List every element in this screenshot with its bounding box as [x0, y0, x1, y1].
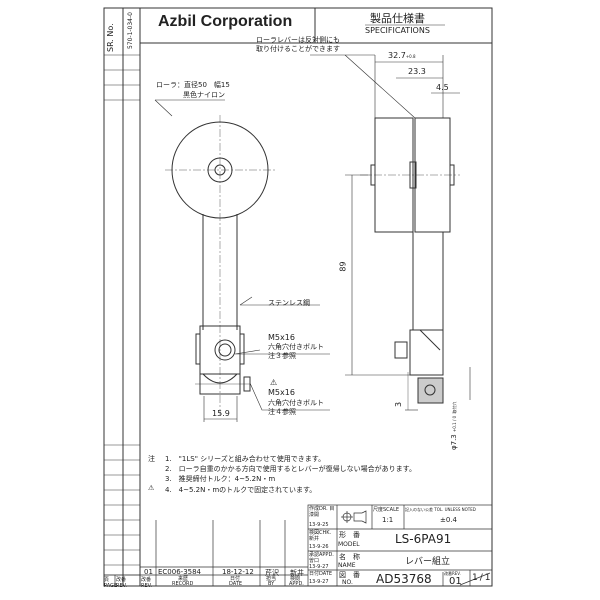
rev-label: 改番REV. [444, 571, 461, 576]
company-name: Azbil Corporation [158, 13, 293, 30]
dim-value: 32.7 [388, 51, 406, 60]
side-dimension-lines [310, 54, 471, 411]
left-strip-grid [104, 54, 140, 576]
dim-4-5: 4.5 [436, 83, 449, 92]
warning-icon: ⚠ [270, 378, 278, 387]
rev-number: 01 [144, 568, 153, 576]
by-header-en: BY [268, 581, 275, 587]
date-value: 13-9-27 [309, 579, 329, 585]
notes-label: 注 [148, 455, 155, 463]
border [103, 7, 493, 587]
model-value: LS-6PA91 [395, 532, 452, 546]
roller-side-view [360, 117, 460, 410]
checked-label: 検図CHK. 新井 [309, 530, 332, 542]
bolt1-type: 六角穴付きボルト [268, 343, 324, 351]
title-en: SPECIFICATIONS [365, 26, 430, 35]
bolt2-type: 六角穴付きボルト [268, 399, 324, 407]
roller-spec: ローラ：直径50 幅15 [156, 81, 230, 89]
bolt2-size: M5x16 [268, 388, 295, 397]
model-label-en: MODEL [338, 541, 360, 548]
note-1: 1. "1LS" シリーズと組み合わせて使用できます。 [165, 455, 326, 463]
rev-date: 18-12-12 [222, 568, 254, 576]
scale-value: 1:1 [382, 516, 394, 524]
sheet-number: 1/1 [472, 573, 493, 583]
rev2-header: 改番 REV. [116, 577, 127, 589]
bolt1-size: M5x16 [268, 333, 295, 342]
date-label: 日付DATE [309, 571, 333, 577]
note-2: 2. ローラ自重のかかる方向で使用するとレバーが復帰しない場合があります。 [165, 465, 416, 473]
bolt2-note: 注４参照 [268, 408, 296, 416]
rev-appd: 新井 [290, 569, 304, 577]
roller-material: 黒色ナイロン [183, 91, 225, 99]
rev-record: EC006-3584 [158, 568, 202, 576]
appd-header-en: APPD. [289, 581, 304, 587]
drawn-date: 13-9-25 [309, 522, 329, 528]
dim-15-9: 15.9 [212, 409, 230, 418]
drawing-no-label-en: NO. [342, 579, 353, 586]
name-value: レバー組立 [405, 557, 451, 567]
rev-by: 芹沢 [265, 569, 279, 577]
name-label-en: NAME [338, 562, 356, 569]
approved-label: 承認APPD. 曽口 [309, 552, 334, 564]
rev-value: 01 [449, 576, 462, 587]
drawn-label: 作成DR. 目漆開 [309, 506, 335, 518]
tolerance-value: ±0.4 [440, 516, 457, 524]
name-label-jp: 名 称 [339, 553, 360, 561]
note-3: 3. 推奨締付トルク：4~5.2N・m [165, 475, 276, 483]
date-header-jp: 日付 [230, 576, 241, 582]
drawing-no-label-jp: 図 番 [339, 571, 360, 579]
approved-date: 13-9-27 [309, 564, 329, 570]
drawing-number: AD53768 [376, 572, 432, 586]
dim-23-3: 23.3 [408, 67, 426, 76]
page-header: 頁 PAGE [104, 577, 118, 589]
by-header-jp: 担当 [266, 576, 277, 582]
checked-date: 13-9-26 [309, 544, 329, 550]
material-label: ステンレス鋼 [268, 299, 310, 307]
note-4: 4. 4~5.2N・mのトルクで固定されています。 [165, 486, 317, 494]
dim-tol: +0.8 [405, 54, 416, 59]
record-header-jp: 来歴 [178, 576, 189, 582]
date-header-en: DATE [229, 581, 243, 587]
roller-front-view [165, 115, 275, 415]
record-header-en: RECORD [172, 581, 194, 587]
model-label-jp: 形 番 [339, 531, 360, 539]
appd-header-jp: 検閲 [290, 576, 301, 582]
reversible-line-2: 取り付けることができます [256, 45, 340, 53]
reversible-line-1: ローラレバーは反対側にも [256, 36, 340, 44]
scale-label: 尺度SCALE [373, 507, 400, 513]
dim-32-7: 32.7+0.8 [388, 51, 416, 60]
title-jp: 製品仕様書 [370, 12, 425, 25]
front-dimension-lines [154, 99, 330, 422]
note-4-warning-icon: ⚠ [148, 484, 155, 492]
bolt1-note: 注３参照 [268, 352, 296, 360]
rev-header: 改番 REV. [141, 577, 152, 589]
tolerance-label: 記入のない公差 TOL. UNLESS NOTED [405, 507, 476, 512]
